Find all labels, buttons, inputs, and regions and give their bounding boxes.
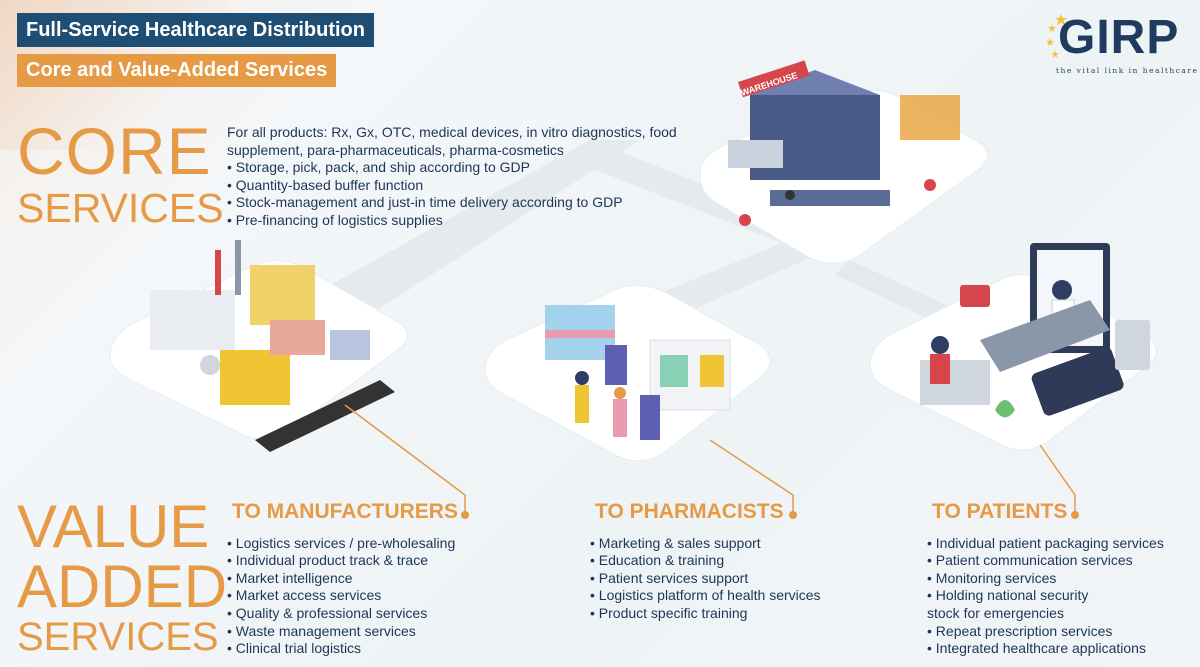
logo-tagline: the vital link in healthcare bbox=[1056, 66, 1199, 75]
list-item-continuation: stock for emergencies bbox=[927, 604, 1064, 621]
list-item: Pre-financing of logistics supplies bbox=[227, 212, 677, 230]
core-heading-line1: CORE bbox=[17, 114, 212, 188]
list-item: Marketing & sales support bbox=[590, 535, 821, 553]
list-item: Logistics services / pre-wholesaling bbox=[227, 535, 458, 553]
page-title: Full-Service Healthcare Distribution bbox=[17, 13, 374, 47]
manufacturers-title: TO MANUFACTURERS bbox=[232, 500, 458, 523]
list-item: Integrated healthcare applications bbox=[927, 640, 1164, 658]
value-heading-line1: VALUE bbox=[17, 493, 210, 560]
list-item: Repeat prescription services bbox=[927, 623, 1164, 641]
list-item: Individual product track & trace bbox=[227, 552, 458, 570]
pharmacists-column: TO PHARMACISTS Marketing & sales support… bbox=[590, 500, 821, 623]
pharmacists-title: TO PHARMACISTS bbox=[595, 500, 784, 523]
list-item: Patient communication services bbox=[927, 552, 1164, 570]
logo-wordmark: GIRP bbox=[1058, 11, 1180, 64]
patients-column: TO PATIENTS Individual patient packaging… bbox=[927, 500, 1164, 658]
list-item: Clinical trial logistics bbox=[227, 640, 458, 658]
list-item: Education & training bbox=[590, 552, 821, 570]
telehealth-scene bbox=[869, 243, 1157, 451]
list-item: Quantity-based buffer function bbox=[227, 177, 677, 195]
eu-stars-icon bbox=[1046, 14, 1067, 58]
pharmacy-scene bbox=[484, 285, 771, 462]
list-item: Product specific training bbox=[590, 605, 821, 623]
patients-title: TO PATIENTS bbox=[932, 500, 1068, 523]
core-intro: For all products: Rx, Gx, OTC, medical d… bbox=[227, 124, 677, 158]
factory-scene bbox=[109, 240, 408, 452]
manufacturers-column: TO MANUFACTURERS Logistics services / pr… bbox=[227, 500, 458, 658]
leader-lines bbox=[344, 404, 1076, 512]
core-heading-line2: SERVICES bbox=[17, 185, 224, 231]
list-item: Market access services bbox=[227, 587, 458, 605]
girp-logo: GIRP the vital link in healthcare bbox=[1046, 6, 1197, 78]
page-subtitle: Core and Value-Added Services bbox=[17, 54, 337, 87]
value-heading-line3: SERVICES bbox=[17, 615, 219, 659]
list-item: Quality & professional services bbox=[227, 605, 458, 623]
list-item: Holding national security bbox=[927, 587, 1164, 605]
list-item: Stock-management and just-in time delive… bbox=[227, 194, 677, 212]
list-item: Storage, pick, pack, and ship according … bbox=[227, 159, 677, 177]
core-list: Storage, pick, pack, and ship according … bbox=[227, 159, 677, 229]
warehouse-scene: WAREHOUSE bbox=[699, 60, 988, 264]
warehouse-sign: WAREHOUSE bbox=[740, 70, 799, 98]
list-item: Waste management services bbox=[227, 623, 458, 641]
list-item: Monitoring services bbox=[927, 570, 1164, 588]
list-item: Market intelligence bbox=[227, 570, 458, 588]
value-heading-line2: ADDED bbox=[17, 553, 228, 620]
core-services-text: For all products: Rx, Gx, OTC, medical d… bbox=[227, 124, 677, 229]
list-item: Logistics platform of health services bbox=[590, 587, 821, 605]
list-item: Patient services support bbox=[590, 570, 821, 588]
list-item: Individual patient packaging services bbox=[927, 535, 1164, 553]
